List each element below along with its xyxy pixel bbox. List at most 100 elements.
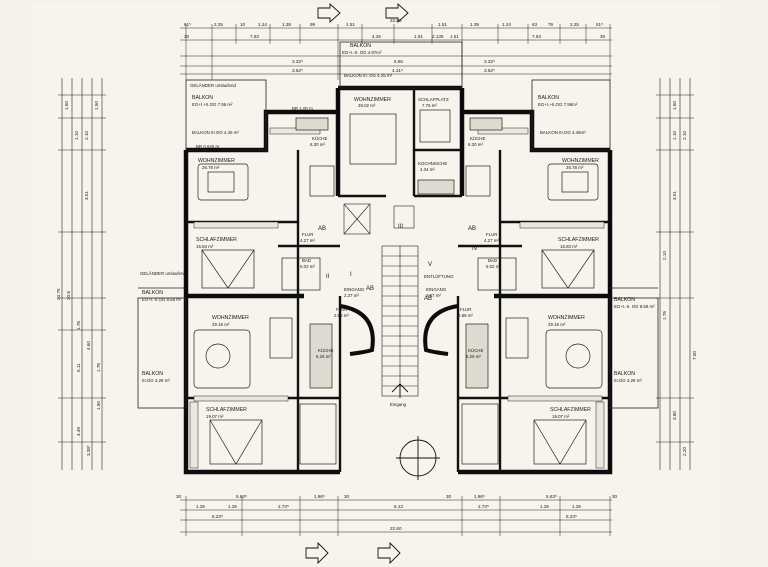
wohnzimmer-center-label: WOHNZIMMER bbox=[354, 97, 391, 103]
balkon-l1-label: BALKON bbox=[192, 95, 213, 101]
left-dimensions: 1.50 1.10 2.10 1.50 3.51 20.75 20.8 1.76… bbox=[56, 101, 101, 456]
staircase bbox=[343, 203, 419, 397]
dim-text: 2.10 bbox=[84, 131, 89, 140]
balkon-top-label: BALKON bbox=[350, 43, 371, 49]
dim-text: 2.10 bbox=[682, 131, 687, 140]
dim-text: 30 bbox=[184, 34, 190, 39]
roman-numeral: III bbox=[398, 224, 403, 230]
kueche-r1-area: 6.30 m² bbox=[468, 142, 483, 147]
dim-text: 2.73⁵ bbox=[478, 504, 489, 509]
coffee-table bbox=[207, 171, 235, 193]
dim-text: 3.51 bbox=[672, 191, 677, 200]
balkon-r1-iii-area: BALKON III.OG 4.46m² bbox=[540, 130, 586, 135]
roman-numeral: IV bbox=[472, 246, 478, 252]
dim-text: 1.51 bbox=[438, 22, 447, 27]
balkon-top-iii-area: BALKON III. OG 4.25 m² bbox=[344, 73, 393, 78]
kitchen-counter bbox=[417, 179, 455, 195]
dim-text: 1.39 bbox=[470, 22, 479, 27]
dim-text: 1.24 bbox=[502, 22, 511, 27]
dining-table bbox=[309, 165, 335, 197]
sofa-set bbox=[193, 329, 251, 389]
room-labels: BALKON EG+I.-II. OG 4.97m² BALKON III. O… bbox=[140, 43, 655, 419]
roman-numeral: I bbox=[350, 272, 352, 278]
dim-text: 1.76 bbox=[96, 363, 101, 372]
dim-text: 1.86⁵ bbox=[474, 494, 485, 499]
dim-text: 6.86 bbox=[394, 59, 403, 64]
dim-text: 76 bbox=[548, 22, 554, 27]
dim-text: 61⁵ bbox=[184, 22, 191, 27]
dim-text: 4.26 bbox=[372, 34, 381, 39]
balkon-r2-area: EG+I.-II. OG 8.58 m² bbox=[614, 304, 655, 309]
wohnzimmer-r2-area: 29.18 m² bbox=[548, 322, 566, 327]
bathroom-fixtures bbox=[299, 403, 337, 465]
balkon-l3-label: BALKON bbox=[142, 371, 163, 377]
dim-text: 5.63⁵ bbox=[236, 494, 247, 499]
flur-l2-label: FLUR bbox=[336, 307, 347, 312]
entrance-arrow-icon bbox=[391, 383, 409, 398]
top-dimensions: 61⁵ 2.25 10 1.24 1.38 99 1.51 22.66 1.51… bbox=[184, 18, 606, 73]
dim-text: 63 bbox=[532, 22, 538, 27]
dim-text: 10 bbox=[240, 22, 246, 27]
wohnzimmer-r1-label: WOHNZIMMER bbox=[562, 158, 599, 164]
dim-text: 22.60 bbox=[390, 526, 402, 531]
dim-text: 1.90 bbox=[96, 401, 101, 410]
dim-text: 1.26 bbox=[228, 504, 237, 509]
dim-text: 1.38 bbox=[282, 22, 291, 27]
dim-text: 7.00 bbox=[692, 351, 697, 360]
dim-text: 5.11 bbox=[76, 363, 81, 372]
dim-text: 99 bbox=[310, 22, 316, 27]
flur-r2-label: FLUR bbox=[460, 307, 471, 312]
balkon-l2-area: EG+I.-II.OG 8.58 m² bbox=[142, 297, 182, 302]
round-table bbox=[565, 343, 591, 369]
wohnzimmer-r1-area: 26.78 m² bbox=[566, 165, 584, 170]
dim-text: 3.38⁵ bbox=[86, 445, 91, 456]
dim-text: 1.50 bbox=[64, 101, 69, 110]
eingang-label: Eingang bbox=[390, 402, 407, 407]
coffee-table bbox=[561, 171, 589, 193]
kochnische-area: 4.34 m² bbox=[420, 167, 435, 172]
dim-text: 1.51 bbox=[414, 34, 423, 39]
bathroom-fixtures bbox=[477, 257, 517, 291]
dim-text: 8.23⁵ bbox=[566, 514, 577, 519]
dim-text: 1.26 bbox=[572, 504, 581, 509]
dim-text: 1.51 bbox=[346, 22, 355, 27]
dim-text: 6.13 bbox=[394, 504, 403, 509]
schlafzimmer-r2-area: 19.07 m² bbox=[552, 414, 570, 419]
kueche-l1-label: KÜCHE bbox=[312, 136, 327, 141]
dim-text: 20.75 bbox=[56, 288, 61, 300]
kueche-l1-area: 6.30 m² bbox=[310, 142, 325, 147]
dim-text: 2.20 bbox=[682, 447, 687, 456]
bad-l1-area: 5.02 m² bbox=[300, 264, 315, 269]
dim-text: 1.51 bbox=[450, 34, 459, 39]
dim-text: 3.62⁵ bbox=[484, 68, 495, 73]
kitchen-counter bbox=[469, 117, 503, 131]
dim-text: 2.135 bbox=[432, 34, 444, 39]
schlafzimmer-r1-area: 15.83 m² bbox=[560, 244, 578, 249]
balkon-r3-label: BALKON bbox=[614, 371, 635, 377]
ab-mark: AB bbox=[468, 226, 476, 232]
gelaender-label: GELÄNDER umlaufend bbox=[190, 83, 236, 88]
dim-text: 20.8 bbox=[66, 291, 71, 300]
ab-mark: AB bbox=[424, 296, 432, 302]
wohnzimmer-r2-label: WOHNZIMMER bbox=[548, 315, 585, 321]
kochnische-label: KOCHNISCHE bbox=[418, 161, 447, 166]
curved-entrance-walls bbox=[339, 304, 459, 356]
entlueftung-label: ENTLÜFTUNG bbox=[424, 274, 454, 279]
dim-text: 1.10 bbox=[672, 131, 677, 140]
dim-text: 2.25 bbox=[570, 22, 579, 27]
right-dimensions: 1.50 1.10 2.10 3.51 2.10 1.76 7.00 3.80 … bbox=[662, 101, 697, 456]
dim-text: 22.66 bbox=[390, 18, 402, 23]
dim-text: 30 bbox=[600, 34, 606, 39]
dim-text: 4.49 bbox=[76, 427, 81, 436]
dining-table bbox=[465, 165, 491, 197]
dim-text: 2.73⁵ bbox=[278, 504, 289, 509]
balkon-r1-label: BALKON bbox=[538, 95, 559, 101]
eingang-l-label: EINGANG bbox=[344, 287, 365, 292]
kueche-l2-area: 6.26 m² bbox=[316, 354, 331, 359]
schlafzimmer-r1-label: SCHLAFZIMMER bbox=[558, 237, 599, 243]
flur-r1-label: FLUR bbox=[486, 232, 497, 237]
dim-text: 1.86⁵ bbox=[314, 494, 325, 499]
dim-text: 1.26 bbox=[196, 504, 205, 509]
schlafzimmer-l2-area: 19.07 m² bbox=[206, 414, 224, 419]
